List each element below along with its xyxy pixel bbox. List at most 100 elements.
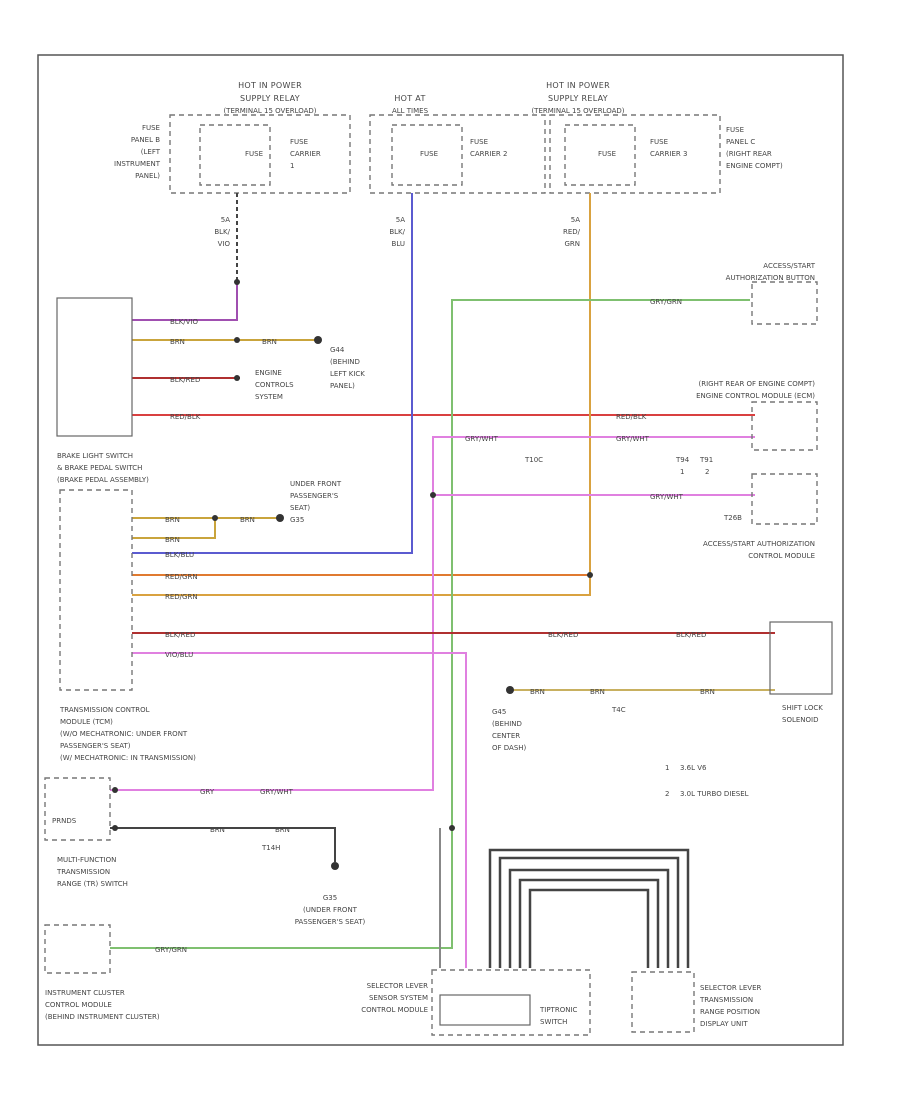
label-red-blk: RED/BLK [170,413,201,421]
g-seat-l4: G35 [290,516,304,524]
display-l3: RANGE POSITION [700,1008,760,1016]
upper-left-module [56,297,133,437]
g35b-l2: (UNDER FRONT [303,906,358,914]
label-brn-g45: BRN [530,688,545,696]
brake-switch-box [59,489,133,691]
tiptronic-l2: SWITCH [540,1018,567,1026]
bundle-2 [498,856,680,968]
range-switch-l1: MULTI-FUNCTION [57,856,116,864]
power-supply-section: HOT IN POWER SUPPLY RELAY (TERMINAL 15 O… [114,81,783,248]
label-gry-wht-1: GRY/WHT [465,435,499,443]
label-blk-vio: BLK/VIO [170,318,199,326]
label-red-blk-2: RED/BLK [616,413,647,421]
label-vio-blu: VIO/BLU [165,651,193,659]
note-1-text: 3.6L V6 [680,764,707,772]
conn-t10c: T10C [524,456,543,464]
g44-ground-icon [314,336,322,344]
note-2-num: 2 [665,790,669,798]
g44-l3: LEFT KICK [330,370,365,378]
selector-sensor-outer [431,969,591,1036]
conn-t26b: T26B [723,514,742,522]
splice-dot [234,337,240,343]
shift-lock-l1: SHIFT LOCK [782,704,823,712]
relay-right-line2: SUPPLY RELAY [548,94,608,103]
fuse-carrier-2-box [369,114,546,194]
fuse-panel-b-l3: (LEFT [141,148,161,156]
wire-blk-blu [132,193,413,554]
label-brn-g45-2: BRN [590,688,605,696]
conn-t91-n: 2 [705,468,709,476]
label-blk-red: BLK/RED [170,376,200,384]
label-gry-wht-2: GRY/WHT [616,435,650,443]
ecm-l1: (RIGHT REAR OF ENGINE COMPT) [699,380,816,388]
splice-dot [234,375,240,381]
label-blk-red-3: BLK/RED [548,631,578,639]
relay-left-line3: (TERMINAL 15 OVERLOAD) [223,107,316,115]
bundle-3 [508,868,670,968]
conn-t94: T94 [675,456,690,464]
selector-display-box [631,971,695,1033]
instrument-cluster-box [44,924,111,974]
fuse-carrier-3-box [549,114,721,194]
access-button-box [751,281,818,325]
note-2-text: 3.0L TURBO DIESEL [680,790,749,798]
wire-blk-vio [132,282,238,321]
wires [110,193,775,968]
feed-1-l3: VIO [218,240,231,248]
g35-ground-icon [276,514,284,522]
g45-l2: (BEHIND [492,720,522,728]
fuse-panel-b-l4: INSTRUMENT [114,160,161,168]
display-l2: TRANSMISSION [699,996,753,1004]
shift-lock-l2: SOLENOID [782,716,818,724]
g45-l1: G45 [492,708,506,716]
g45-ground-icon [506,686,514,694]
label-brn-2: BRN [262,338,277,346]
splices [112,279,593,831]
diagram-frame [37,54,844,1046]
g44-l2: (BEHIND [330,358,360,366]
carrier-1-l1: FUSE [290,138,308,146]
feed-2-l2: BLK/ [389,228,405,236]
selector-sensor-l2: SENSOR SYSTEM [369,994,428,1002]
carrier-2-l1: FUSE [470,138,488,146]
engine-controls-l1: ENGINE [255,369,282,377]
range-switch-l2: TRANSMISSION [56,868,110,876]
wire-red-grn-1 [132,193,591,596]
fuse-carrier-1-inner [199,124,271,186]
access-module-box [751,473,818,525]
label-brn-3: BRN [165,516,180,524]
wire-labels: BLK/VIO BRN BRN BLK/RED RED/BLK RED/BLK … [155,298,715,954]
ecm-l2: ENGINE CONTROL MODULE (ECM) [696,392,815,400]
fuse-panel-c-l4: ENGINE COMPT) [726,162,783,170]
label-brn-4: BRN [240,516,255,524]
wire-brn-g35-2 [132,518,216,539]
carrier-2-l2: CARRIER 2 [470,150,507,158]
feed-3-l3: GRN [564,240,580,248]
fuse-panel-b-box [169,114,351,194]
carrier-1-l3: 1 [290,162,294,170]
fuse-carrier-2-inner [391,124,463,186]
splice-dot [212,515,218,521]
splice-dot [112,825,118,831]
display-l1: SELECTOR LEVER [700,984,761,992]
ecm-box [751,401,818,451]
splice-dot [587,572,593,578]
tcm-l5: (W/ MECHATRONIC: IN TRANSMISSION) [60,754,196,762]
tiptronic-l1: TIPTRONIC [539,1006,578,1014]
wire-gry-wht-ecm [110,436,755,791]
access-module-l2: CONTROL MODULE [748,552,815,560]
g35b-ground-icon [331,862,339,870]
fuse-panel-c-l3: (RIGHT REAR [726,150,772,158]
range-switch-l3: RANGE (TR) SWITCH [57,880,128,888]
label-brn-7: BRN [275,826,290,834]
carrier-1-l2: CARRIER [290,150,321,158]
brake-switch-l2: & BRAKE PEDAL SWITCH [57,464,142,472]
brake-switch-l3: (BRAKE PEDAL ASSEMBLY) [57,476,149,484]
label-brn-5: BRN [165,536,180,544]
carrier-3-l2: CARRIER 3 [650,150,687,158]
label-gry-grn: GRY/GRN [650,298,682,306]
display-l4: DISPLAY UNIT [700,1020,748,1028]
carrier-3-l1: FUSE [650,138,668,146]
engine-controls-l3: SYSTEM [255,393,283,401]
